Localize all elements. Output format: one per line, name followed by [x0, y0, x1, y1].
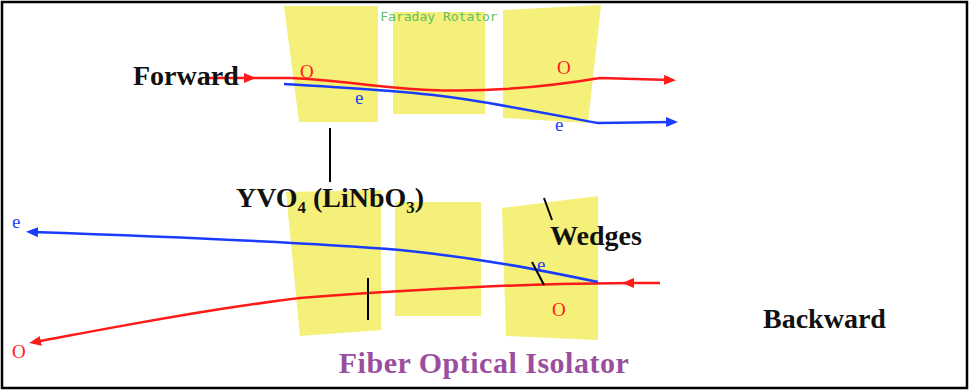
wedge-crystal [503, 5, 601, 123]
part-label: e [555, 115, 563, 134]
part-label: O [557, 58, 571, 77]
part-label: O [552, 300, 566, 319]
wedge-crystal [284, 6, 378, 122]
part-label: Backward [763, 305, 886, 333]
part-label: YVO₄ (LiNbO₃) [236, 184, 424, 212]
part-label: e [355, 88, 363, 107]
faraday-rotator [393, 12, 485, 114]
part-label: Wedges [550, 222, 642, 250]
part-label: O [300, 62, 314, 81]
part-label: Forward [133, 62, 239, 90]
part-label: O [12, 342, 26, 361]
part-label: Faraday Rotator [380, 10, 497, 23]
diagram-title: Fiber Optical Isolator [339, 348, 629, 378]
part-label: e [537, 255, 545, 274]
wedge-crystal [502, 196, 598, 340]
part-label: e [12, 212, 20, 231]
